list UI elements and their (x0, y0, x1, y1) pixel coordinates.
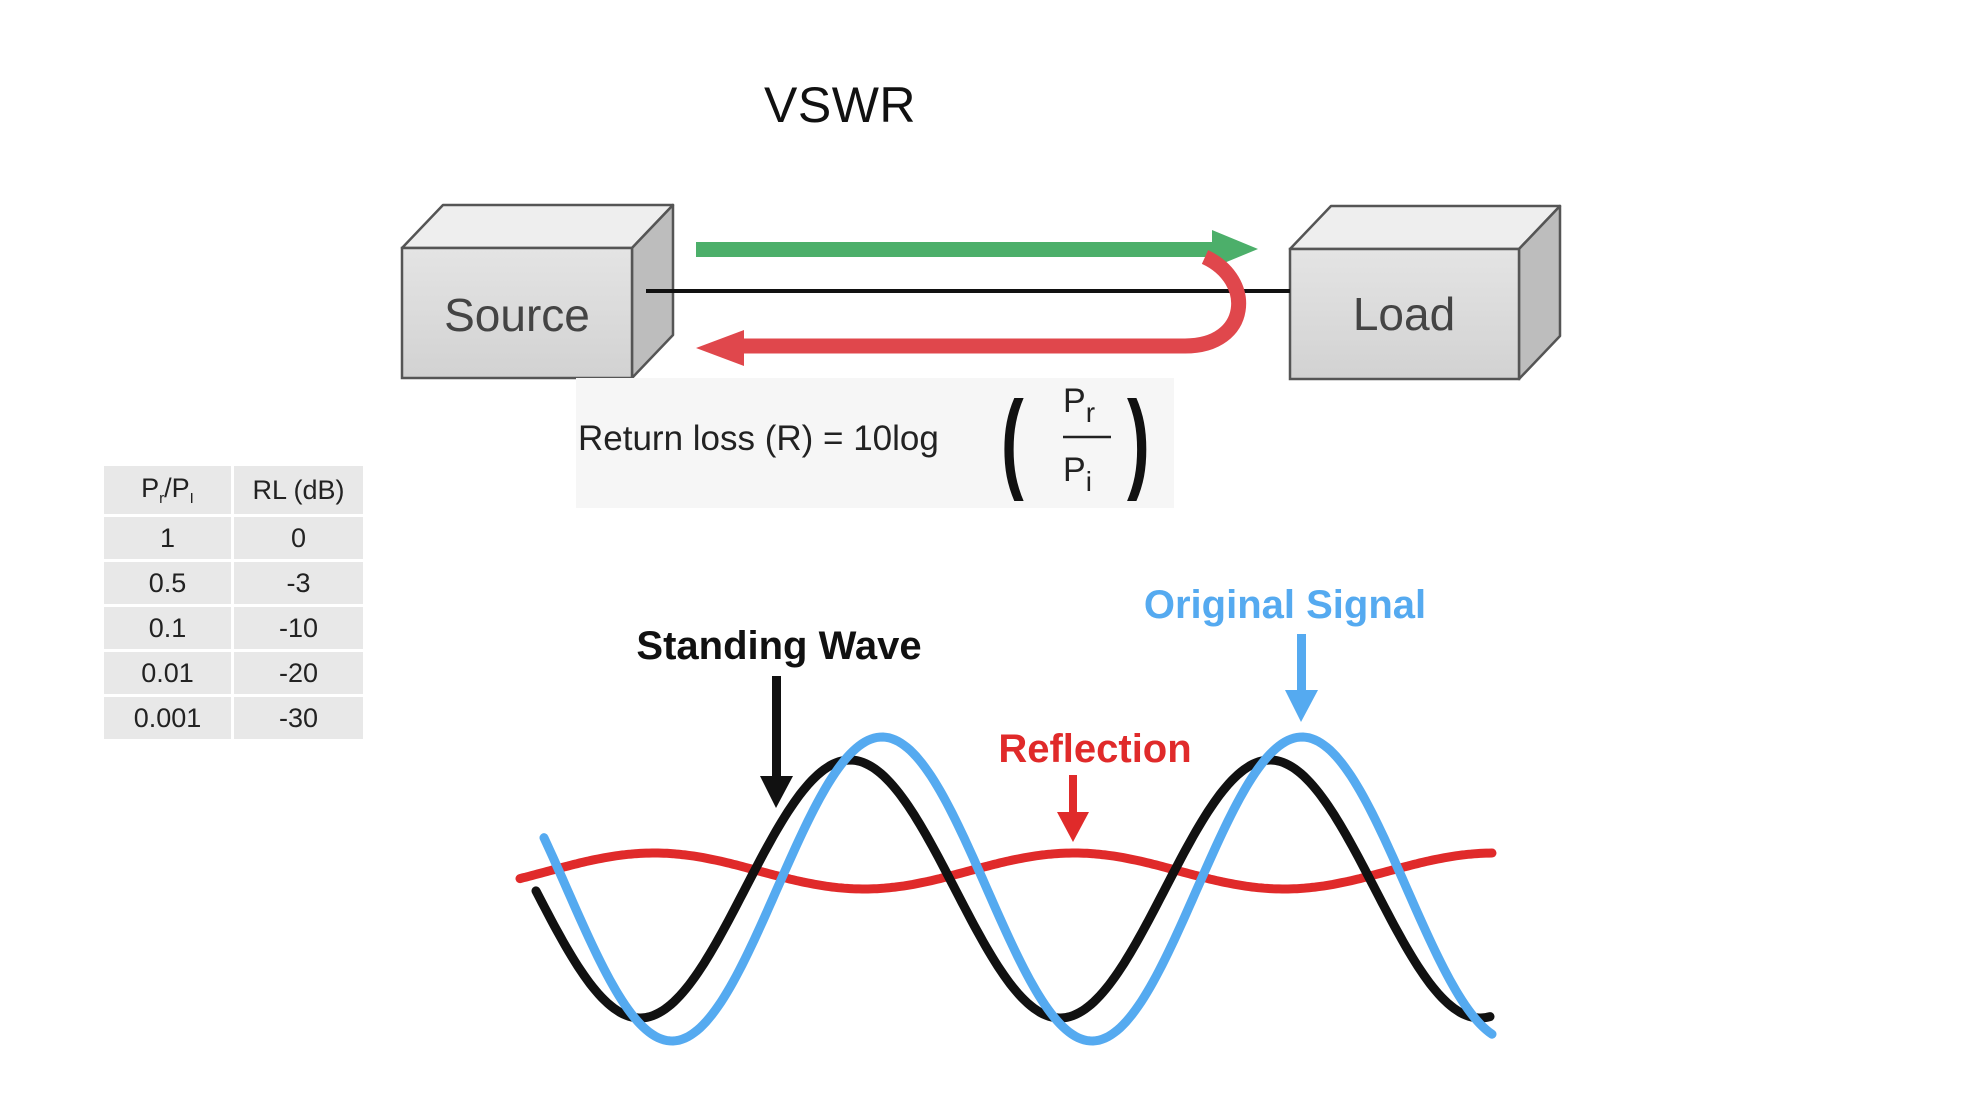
rl-column-header: RL (dB) (234, 466, 363, 514)
ratio-column-header: Pr/PI (104, 466, 231, 514)
reflection-label: Reflection (998, 727, 1191, 771)
slide-title: VSWR (764, 77, 916, 133)
rl-cell: -3 (234, 562, 363, 604)
original-signal-arrow (1285, 634, 1318, 722)
ratio-cell: 0.01 (104, 652, 231, 694)
formula-right-paren: ) (1127, 379, 1150, 502)
numerator-sub: r (1086, 397, 1095, 428)
formula-denominator: Pi (1063, 451, 1092, 497)
standing-wave-arrow (760, 676, 793, 808)
ratio-cell: 0.1 (104, 607, 231, 649)
table-row: 0.5 -3 (104, 562, 363, 604)
reflection-wave (515, 848, 1497, 894)
rl-cell: -20 (234, 652, 363, 694)
reflected-arrow (696, 250, 1247, 366)
ratio-header-p: P (141, 473, 160, 503)
standing-wave-label: Standing Wave (636, 624, 921, 668)
return-loss-table: Pr/PI RL (dB) 1 0 0.5 -3 0.1 -10 0.01 -2… (101, 463, 366, 742)
load-label: Load (1353, 288, 1455, 340)
standing-wave (531, 755, 1495, 1023)
formula-left-paren: ( (1001, 379, 1024, 502)
table-row: 0.01 -20 (104, 652, 363, 694)
table-header-row: Pr/PI RL (dB) (104, 466, 363, 514)
ratio-header-sub-r: r (159, 490, 165, 507)
load-box: Load (1288, 204, 1562, 381)
reflection-arrow (1057, 775, 1089, 842)
table-row: 0.001 -30 (104, 697, 363, 739)
ratio-cell: 0.001 (104, 697, 231, 739)
ratio-cell: 0.5 (104, 562, 231, 604)
ratio-header-sub-i: I (189, 490, 194, 507)
denominator-main: P (1063, 451, 1086, 489)
table-row: 0.1 -10 (104, 607, 363, 649)
source-label: Source (444, 289, 590, 341)
forward-arrow (696, 230, 1258, 268)
source-box: Source (400, 203, 675, 380)
original-signal-wave (539, 732, 1497, 1046)
formula-numerator: Pr (1063, 382, 1095, 428)
rl-cell: -10 (234, 607, 363, 649)
rl-cell: -30 (234, 697, 363, 739)
formula-prefix: Return loss (R) = 10log (578, 419, 939, 458)
original-signal-label: Original Signal (1144, 583, 1426, 627)
table-row: 1 0 (104, 517, 363, 559)
return-loss-formula: Return loss (R) = 10log ( ) Pr Pi (576, 378, 1174, 508)
rl-cell: 0 (234, 517, 363, 559)
denominator-sub: i (1086, 466, 1092, 497)
ratio-header-slash: /P (164, 473, 190, 503)
numerator-main: P (1063, 382, 1086, 420)
wave-diagram: Standing Wave Original Signal Reflection (515, 583, 1497, 1046)
ratio-cell: 1 (104, 517, 231, 559)
